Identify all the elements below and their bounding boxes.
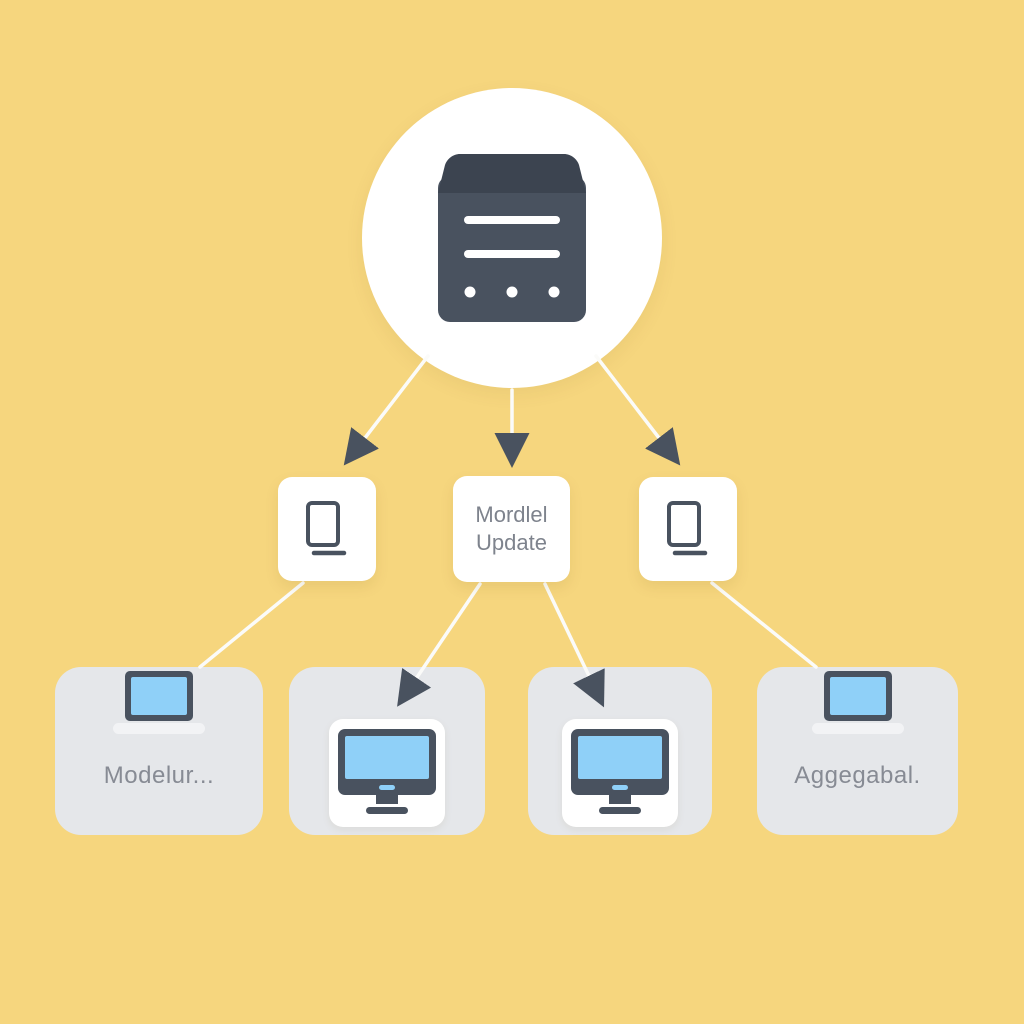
monitor-card xyxy=(329,719,445,827)
model-update-label-line2: Update xyxy=(476,530,547,555)
node-device-right xyxy=(639,477,737,581)
line-left-to-client1 xyxy=(198,581,305,669)
node-client-4: Aggegabal. xyxy=(757,667,958,835)
node-model-update: Mordlel Update xyxy=(453,476,570,582)
client-4-label: Aggegabal. xyxy=(794,762,921,789)
tablet-icon xyxy=(306,501,347,556)
server-hub-node xyxy=(362,88,662,388)
laptop-icon-wrap xyxy=(113,671,205,740)
arrow-hub-to-right xyxy=(594,354,681,466)
laptop-icon xyxy=(113,671,205,734)
node-client-3 xyxy=(528,667,712,835)
server-icon xyxy=(438,154,586,322)
line-right-to-client4 xyxy=(710,581,818,669)
node-client-1: Modelur... xyxy=(55,667,263,835)
laptop-icon xyxy=(811,671,904,734)
node-device-left xyxy=(278,477,376,581)
node-client-2 xyxy=(289,667,485,835)
model-update-label-line1: Mordlel xyxy=(475,502,548,527)
monitor-icon xyxy=(571,729,669,814)
arrow-hub-to-left xyxy=(343,354,430,466)
monitor-icon xyxy=(338,729,436,814)
client-1-label: Modelur... xyxy=(103,762,215,789)
tablet-icon xyxy=(667,501,708,556)
model-update-label: Mordlel Update xyxy=(475,501,547,557)
laptop-icon-wrap xyxy=(811,671,904,740)
monitor-card xyxy=(562,719,678,827)
